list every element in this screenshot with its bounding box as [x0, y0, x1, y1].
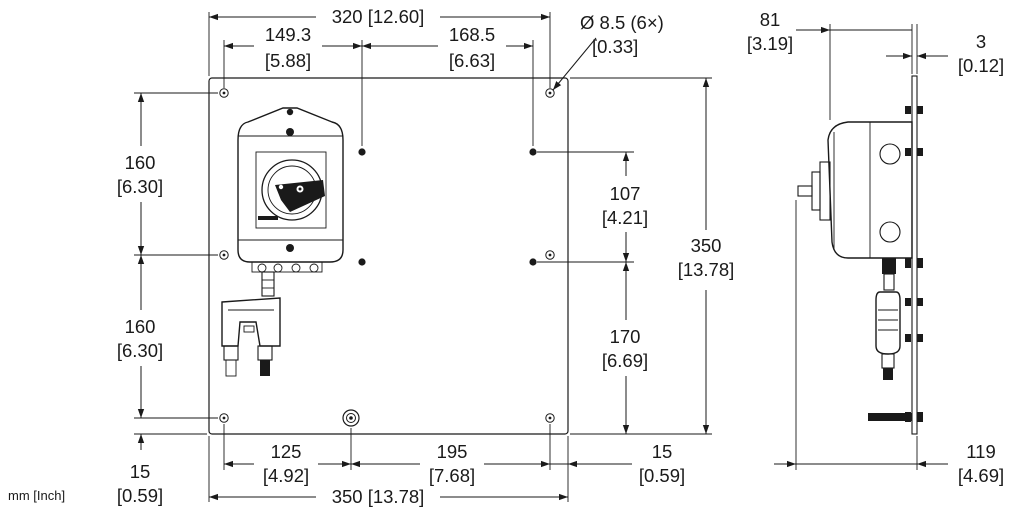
front-view: [208, 77, 569, 435]
bottom-middle-mm: 195: [437, 441, 468, 462]
hole-spacing-right-mm: 168.5: [449, 24, 495, 45]
plate-thickness-inch: [0.12]: [958, 55, 1004, 76]
mounting-hole: [545, 88, 555, 98]
plate-thickness-mm: 3: [976, 31, 986, 52]
bottom-right-offset-inch: [0.59]: [639, 465, 685, 486]
bottom-right-offset-mm: 15: [652, 441, 673, 462]
side-screw: [905, 298, 911, 306]
bottom-middle-inch: [7.68]: [429, 465, 475, 486]
bottom-left-mm: 125: [271, 441, 302, 462]
mounting-hole: [545, 250, 555, 260]
vertical-lower-mm: 160: [125, 316, 156, 337]
right-lower-inch: [6.69]: [602, 350, 648, 371]
right-lower-mm: 170: [610, 326, 641, 347]
screw: [529, 258, 537, 266]
hole-spacing-left-inch: [5.88]: [265, 50, 311, 71]
plate-height-mm: 350: [691, 235, 722, 256]
side-depth-mm: 81: [760, 9, 781, 30]
total-depth-inch: [4.69]: [958, 465, 1004, 486]
bottom-offset-left-mm: 15: [130, 461, 151, 482]
side-screw: [905, 334, 911, 342]
bottom-left-inch: [4.92]: [263, 465, 309, 486]
mounting-hole: [219, 413, 229, 423]
plate-height-inch: [13.78]: [678, 259, 735, 280]
right-upper-inch: [4.21]: [602, 207, 648, 228]
front-dimension-labels: 320 [12.60] 149.3 [5.88] 168.5 [6.63] Ø …: [8, 6, 734, 507]
mounting-plate: [208, 77, 569, 435]
side-screw: [905, 106, 911, 114]
hole-spacing-right-inch: [6.63]: [449, 50, 495, 71]
side-screw: [905, 258, 911, 268]
hole-spacing-left-mm: 149.3: [265, 24, 311, 45]
cable-splitter: [221, 271, 281, 377]
front-dimensions: [134, 12, 712, 502]
vertical-lower-inch: [6.30]: [117, 340, 163, 361]
side-dimensions: 81 [3.19] 3 [0.12] 119 [4.69]: [747, 9, 1004, 486]
screw: [529, 148, 537, 156]
units-label: mm [Inch]: [8, 488, 65, 503]
side-ground-bolt: [868, 413, 912, 421]
ground-stud: [342, 409, 360, 427]
total-depth-mm: 119: [966, 441, 996, 462]
screw: [358, 148, 366, 156]
side-view: [797, 75, 923, 435]
mounting-hole: [219, 250, 229, 260]
right-upper-mm: 107: [610, 183, 641, 204]
overall-width-label: 320 [12.60]: [332, 6, 425, 27]
side-depth-inch: [3.19]: [747, 33, 793, 54]
hole-diameter-mm: Ø 8.5 (6×): [580, 12, 664, 33]
vertical-upper-mm: 160: [125, 152, 156, 173]
side-screw: [905, 148, 911, 156]
plate-width-label: 350 [13.78]: [332, 486, 425, 507]
mounting-hole: [545, 413, 555, 423]
side-plate: [911, 75, 918, 435]
mounting-holes: [219, 88, 555, 427]
vertical-upper-inch: [6.30]: [117, 176, 163, 197]
switch-enclosure: [237, 107, 344, 273]
bottom-offset-left-inch: [0.59]: [117, 485, 163, 506]
hole-diameter-inch: [0.33]: [592, 36, 638, 57]
mounting-hole: [219, 88, 229, 98]
screw: [358, 258, 366, 266]
